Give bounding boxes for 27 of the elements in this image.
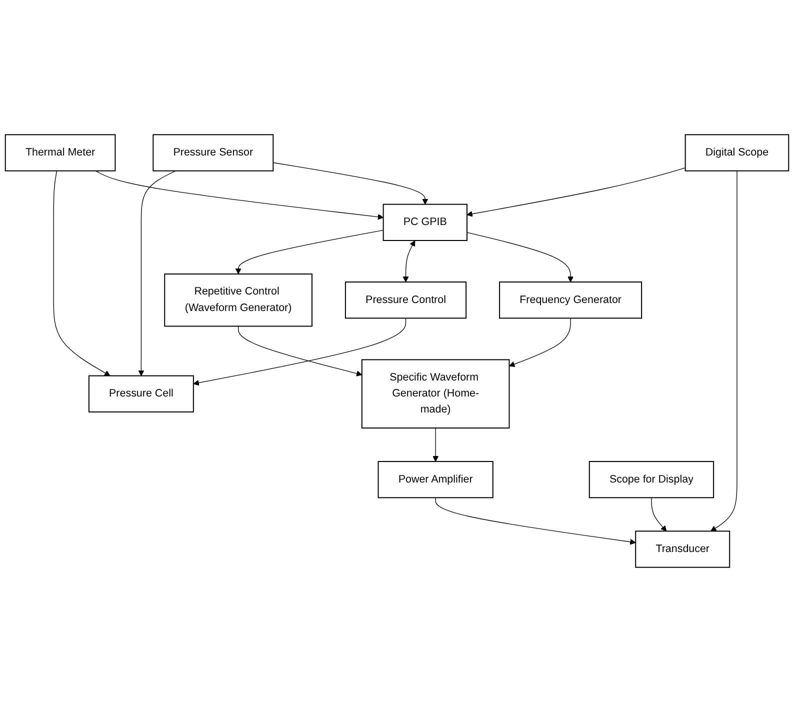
node-box: Power Amplifier — [378, 461, 494, 498]
arrow — [238, 326, 362, 376]
node-box: PC GPIB — [382, 204, 468, 241]
arrow — [710, 170, 738, 532]
node-box: Specific Waveform Generator (Home-made) — [361, 359, 510, 429]
arrow — [651, 497, 667, 532]
arrow — [235, 230, 384, 274]
arrow — [466, 168, 686, 217]
node-box: Thermal Meter — [4, 134, 116, 172]
arrow — [193, 318, 406, 386]
arrow — [272, 162, 428, 205]
node-box: Pressure Cell — [88, 375, 194, 412]
arrow — [95, 170, 384, 220]
node-box: Transducer — [635, 530, 730, 568]
node-box: Frequency Generator — [499, 282, 642, 319]
arrow — [508, 318, 571, 367]
arrow — [466, 232, 574, 282]
arrow — [432, 428, 439, 462]
node-box: Scope for Display — [588, 461, 714, 498]
node-box: Pressure Control — [344, 282, 467, 319]
node-box: Repetitive Control (Waveform Generator) — [164, 273, 312, 327]
arrow — [138, 170, 176, 376]
arrow — [435, 497, 636, 545]
node-box: Pressure Sensor — [152, 134, 274, 172]
node-box: Digital Scope — [684, 134, 790, 172]
arrow — [402, 240, 416, 282]
arrow — [53, 170, 110, 376]
